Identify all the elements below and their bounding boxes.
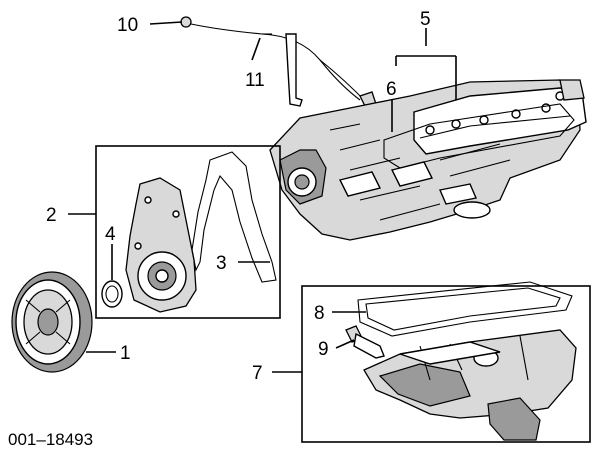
front-cover-gasket	[191, 151, 277, 283]
oil-pan-group-box	[301, 285, 591, 443]
valve-cover-gasket	[383, 103, 575, 169]
callout-10: 10	[117, 15, 138, 36]
callout-3: 3	[216, 253, 227, 274]
front-cover	[125, 177, 197, 313]
leader-lines	[68, 21, 457, 373]
dipstick-assembly	[180, 16, 377, 109]
front-cover-group-box	[95, 145, 281, 319]
valve-cover	[413, 79, 587, 155]
callout-1: 1	[120, 343, 131, 364]
callout-8: 8	[314, 303, 325, 324]
callout-5: 5	[420, 9, 431, 30]
callout-6: 6	[386, 79, 397, 100]
callout-4: 4	[105, 224, 116, 245]
callout-11: 11	[245, 70, 265, 91]
callout-7: 7	[252, 363, 263, 384]
front-crankshaft-seal	[101, 280, 123, 308]
crankshaft-balancer	[11, 271, 93, 373]
oil-drain-plug	[345, 325, 385, 359]
oil-pan-gasket	[357, 281, 573, 337]
drawing-number: 001–18493	[8, 430, 93, 449]
callout-9: 9	[318, 339, 329, 360]
oil-pan	[363, 329, 577, 441]
callout-2: 2	[46, 205, 57, 226]
